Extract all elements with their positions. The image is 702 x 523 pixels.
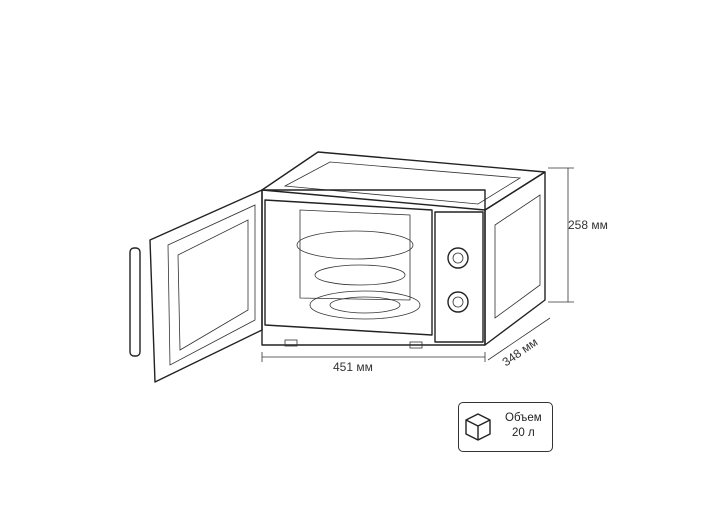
timer-knob <box>447 247 469 269</box>
open-door <box>149 189 263 383</box>
microwave-top <box>261 151 546 211</box>
turntable-plate <box>296 230 414 260</box>
volume-label: Объем <box>505 412 542 424</box>
width-label: 451 мм <box>333 360 373 374</box>
control-panel <box>434 211 484 343</box>
height-label: 258 мм <box>568 218 608 232</box>
microwave-side <box>484 171 546 346</box>
oven-cavity <box>264 199 433 336</box>
cube-icon <box>465 413 491 441</box>
power-knob <box>447 291 469 313</box>
depth-dimension-line <box>487 317 551 361</box>
door-handle <box>129 247 141 357</box>
volume-value: 20 л <box>511 427 535 439</box>
volume-badge: Объем 20 л <box>458 402 553 452</box>
